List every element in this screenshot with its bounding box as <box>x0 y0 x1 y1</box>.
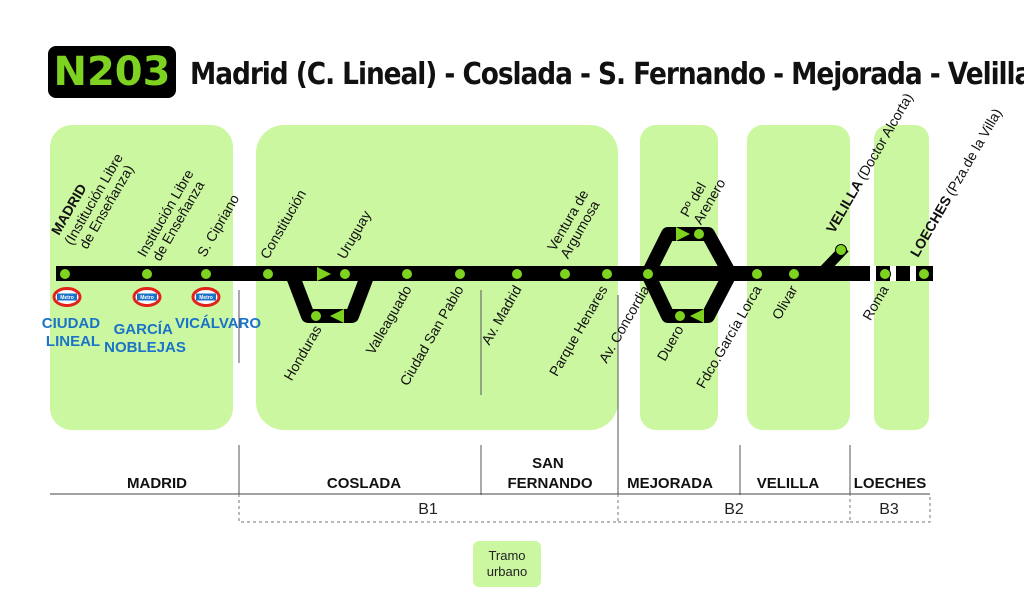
metro-station-labels: CIUDAD LINEAL GARCÍA NOBLEJAS VICÁLVARO <box>42 315 262 356</box>
municipality-madrid: MADRID <box>127 475 187 492</box>
arrow-left-icon <box>330 309 344 323</box>
stop-marker <box>559 268 571 280</box>
municipality-labels: MADRID COSLADA SAN FERNANDO MEJORADA VEL… <box>127 455 926 492</box>
municipality-velilla: VELILLA <box>757 475 820 492</box>
legend-urban-section-label: Tramo urbano <box>486 548 528 579</box>
stop-marker <box>511 268 523 280</box>
legend-urban-section: Tramo urbano <box>473 541 541 587</box>
stop-marker <box>788 268 800 280</box>
metro-icon: Metro <box>52 287 82 307</box>
stop-marker <box>879 268 891 280</box>
stop-marker <box>918 268 930 280</box>
metro-logo-text: Metro <box>140 295 154 301</box>
stop-marker <box>141 268 153 280</box>
fare-zone-brackets <box>238 494 931 523</box>
fare-zone-b1: B1 <box>418 501 438 518</box>
stop-marker <box>310 310 322 322</box>
stop-marker <box>642 268 654 280</box>
route-code: N203 <box>53 49 171 95</box>
stop-marker <box>674 310 686 322</box>
arrow-right-icon <box>676 227 690 241</box>
stop-marker <box>693 228 705 240</box>
fare-zone-b2: B2 <box>724 501 744 518</box>
stop-marker <box>59 268 71 280</box>
fare-zone-labels: B1 B2 B3 <box>418 501 899 518</box>
metro-logos: Metro Metro Metro <box>52 287 221 307</box>
stop-marker <box>401 268 413 280</box>
stop-marker <box>200 268 212 280</box>
boundary-lines <box>50 290 930 495</box>
arrow-left-icon <box>690 309 704 323</box>
stop-marker <box>262 268 274 280</box>
direction-arrows <box>317 227 704 323</box>
metro-logo-text: Metro <box>199 295 213 301</box>
fare-zone-b3: B3 <box>879 501 899 518</box>
stop-marker <box>454 268 466 280</box>
arrow-right-icon <box>317 267 331 281</box>
metro-label-ciudad-lineal: CIUDAD LINEAL <box>42 315 105 350</box>
municipality-san-fernando: SAN FERNANDO <box>508 455 593 492</box>
municipality-loeches: LOECHES <box>854 475 927 492</box>
metro-logo-text: Metro <box>60 295 74 301</box>
stop-marker <box>601 268 613 280</box>
municipality-coslada: COSLADA <box>327 475 401 492</box>
metro-icon: Metro <box>132 287 162 307</box>
stop-markers <box>59 228 930 322</box>
metro-icon: Metro <box>191 287 221 307</box>
route-title: Madrid (C. Lineal) - Coslada - S. Fernan… <box>190 57 1024 92</box>
stop-marker <box>751 268 763 280</box>
metro-label-vicalvaro: VICÁLVARO <box>175 315 261 332</box>
municipality-mejorada: MEJORADA <box>627 475 713 492</box>
stop-marker <box>339 268 351 280</box>
metro-label-garcia-noblejas: GARCÍA NOBLEJAS <box>104 321 186 356</box>
route-badge: N203 <box>48 46 176 98</box>
stop-marker <box>835 244 847 256</box>
